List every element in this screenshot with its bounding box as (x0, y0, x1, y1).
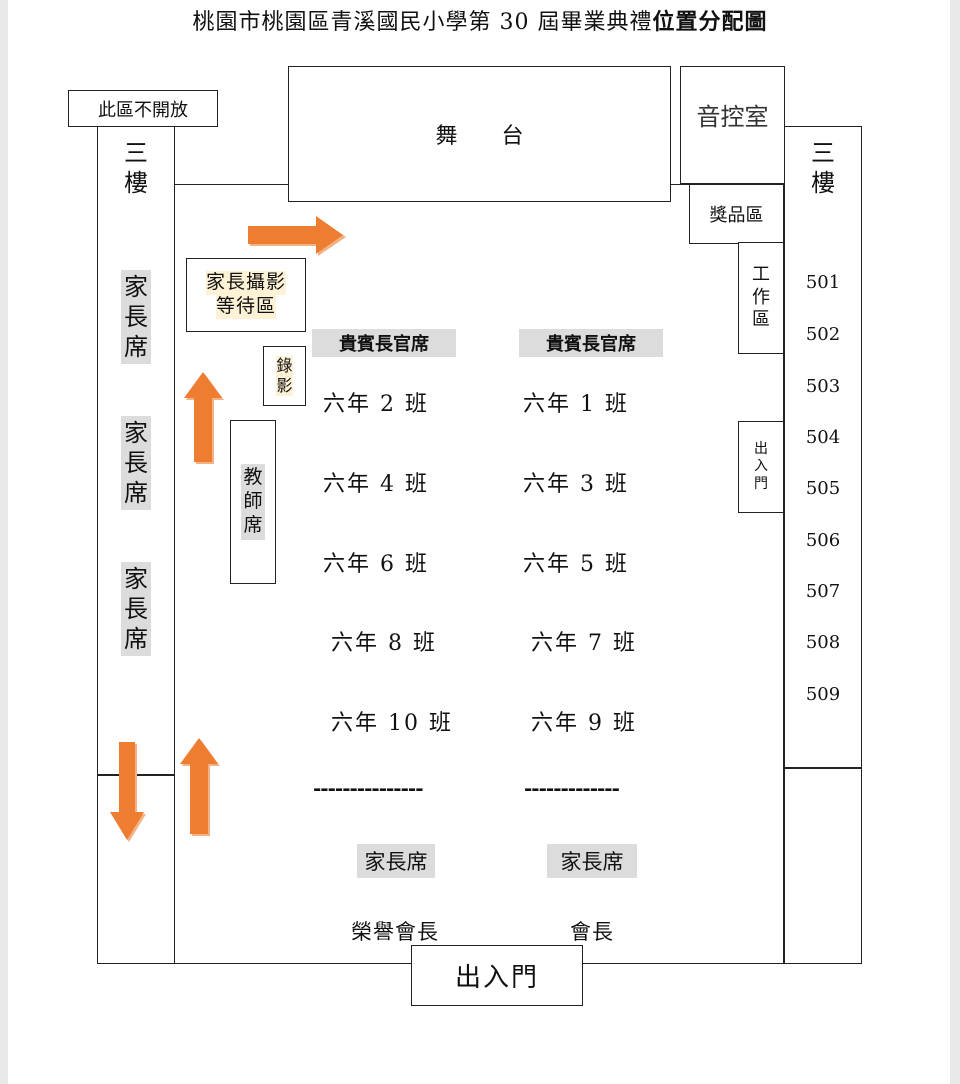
parent-seat-char: 席 (124, 333, 148, 361)
vip-seats-right: 貴賓長官席 (519, 329, 663, 357)
teacher-seats: 教 師 席 (230, 420, 276, 584)
left-floor-char: 三 (124, 139, 148, 167)
room-number: 504 (805, 427, 841, 448)
arrow-up-icon-upper (184, 372, 224, 464)
side-door-char: 入 (754, 458, 768, 475)
class-seat: 六年 3 班 (523, 472, 629, 497)
class-seat: 六年 10 班 (331, 711, 453, 736)
class-seat: 六年 9 班 (531, 711, 637, 736)
parent-seat-char: 席 (124, 625, 148, 653)
teacher-seat-char: 教 (243, 466, 263, 489)
parent-seat-char: 家 (124, 565, 148, 593)
side-door: 出 入 門 (738, 421, 784, 513)
parent-seats-left-1: 家 長 席 (121, 270, 151, 364)
room-number: 509 (805, 684, 841, 705)
photo-wait-line: 等待區 (215, 295, 276, 319)
right-floor-label: 三 樓 (784, 138, 862, 198)
prize-area: 獎品區 (689, 184, 784, 244)
parent-seats-bottom-right: 家長席 (547, 844, 637, 878)
room-number: 508 (805, 632, 841, 653)
work-area-char: 工 (752, 264, 770, 286)
parent-seat-char: 長 (124, 595, 148, 623)
left-floor-char: 樓 (124, 169, 148, 197)
arrow-up-icon-lower (180, 738, 220, 836)
parent-seat-char: 長 (124, 303, 148, 331)
closed-area-text: 此區不開放 (98, 99, 188, 121)
side-door-char: 出 (754, 440, 768, 457)
parent-seat-char: 家 (124, 273, 148, 301)
stage-label: 舞 台 (435, 124, 524, 149)
class-seat: 六年 5 班 (523, 552, 629, 577)
parent-seats-bottom-left: 家長席 (357, 844, 435, 878)
recording-char: 錄 (276, 356, 293, 376)
work-area-char: 作 (752, 286, 770, 308)
recording-area: 錄 影 (263, 346, 306, 406)
room-number: 501 (805, 272, 841, 293)
title-bold: 位置分配圖 (652, 9, 768, 35)
right-floor-char: 三 (811, 139, 835, 167)
class-seat: 六年 6 班 (323, 552, 429, 577)
photo-wait-line: 家長攝影 (205, 271, 286, 295)
room-number: 502 (805, 324, 841, 345)
left-floor-label: 三 樓 (97, 138, 175, 198)
photo-waiting-area: 家長攝影 等待區 (186, 258, 306, 332)
class-seat: 六年 8 班 (331, 631, 437, 656)
class-seat: 六年 7 班 (531, 631, 637, 656)
parent-seat-char: 席 (124, 479, 148, 507)
room-number: 503 (805, 376, 841, 397)
honorary-chair-seat: 榮譽會長 (351, 920, 439, 944)
room-number: 507 (805, 581, 841, 602)
class-seat: 六年 4 班 (323, 472, 429, 497)
work-area-char: 區 (752, 309, 770, 331)
title-main: 桃園市桃園區青溪國民小學第 30 屆畢業典禮 (192, 10, 653, 35)
prize-area-label: 獎品區 (709, 205, 764, 226)
class-seat: 六年 2 班 (323, 392, 429, 417)
right-floor-char: 樓 (811, 169, 835, 197)
chair-seat: 會長 (570, 920, 614, 944)
vip-left-label: 貴賓長官席 (339, 334, 429, 355)
vip-right-label: 貴賓長官席 (546, 334, 636, 355)
room-number: 505 (805, 478, 841, 499)
arrow-down-icon (110, 742, 146, 842)
main-door-label: 出入門 (454, 963, 539, 993)
sound-control-room: 音控室 (680, 66, 785, 184)
right-corridor-divider (784, 767, 862, 769)
parent-seats-left-2: 家 長 席 (121, 416, 151, 510)
teacher-seat-char: 席 (243, 513, 263, 536)
parent-seats-bottom-left-label: 家長席 (364, 850, 428, 874)
parent-seats-bottom-right-label: 家長席 (560, 850, 624, 874)
parent-seat-char: 長 (124, 449, 148, 477)
vip-seats-left: 貴賓長官席 (312, 329, 456, 357)
main-entrance-door: 出入門 (411, 945, 583, 1006)
arrow-right-icon (248, 216, 346, 256)
teacher-seats-highlight: 教 師 席 (241, 464, 265, 540)
separator-left: --------------- (313, 776, 424, 800)
sound-room-label: 音控室 (696, 103, 769, 131)
separator-right: ------------- (524, 776, 620, 800)
parent-seats-left-3: 家 長 席 (121, 562, 151, 656)
stage: 舞 台 (288, 66, 671, 202)
class-seat: 六年 1 班 (523, 392, 629, 417)
room-number: 506 (805, 530, 841, 551)
closed-area-label: 此區不開放 (68, 90, 218, 127)
teacher-seat-char: 師 (243, 490, 263, 513)
recording-char: 影 (276, 376, 293, 396)
work-area: 工 作 區 (738, 242, 784, 354)
parent-seat-char: 家 (124, 419, 148, 447)
page-title: 桃園市桃園區青溪國民小學第 30 屆畢業典禮位置分配圖 (0, 4, 960, 36)
right-corridor (784, 126, 862, 964)
side-door-char: 門 (754, 475, 768, 492)
